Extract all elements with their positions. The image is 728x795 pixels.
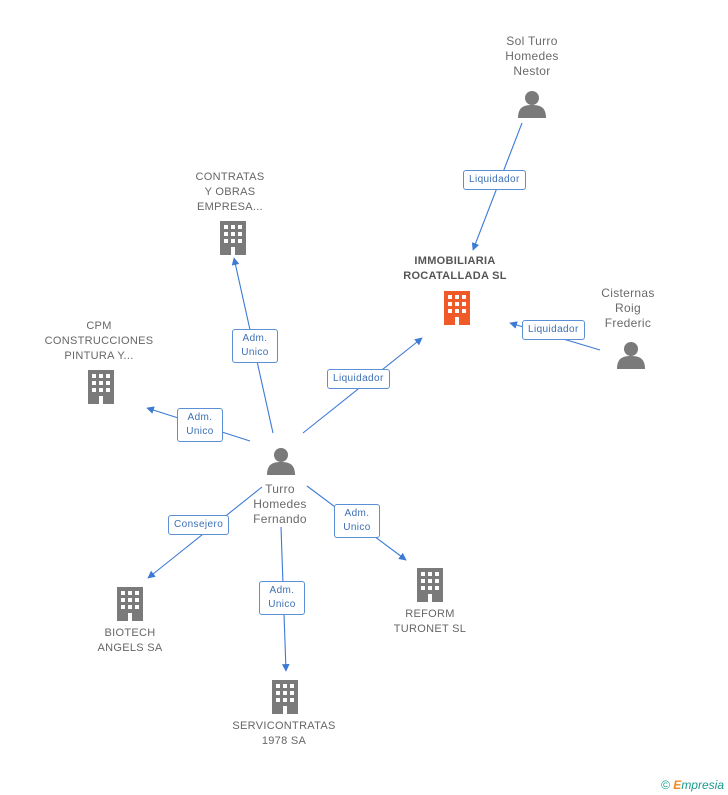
building-icon[interactable] — [220, 221, 246, 255]
building-icon[interactable] — [88, 370, 114, 404]
building-icon[interactable] — [117, 587, 143, 621]
edge-label-adm-contratas: Adm. Unico — [232, 329, 278, 363]
building-icon[interactable] — [417, 568, 443, 602]
node-contratas-label[interactable]: CONTRATAS Y OBRAS EMPRESA... — [195, 171, 265, 213]
node-biotech-label[interactable]: BIOTECH ANGELS SA — [97, 627, 163, 654]
node-immobiliaria-label[interactable]: IMMOBILIARIA ROCATALLADA SL — [403, 255, 507, 282]
person-icon[interactable] — [617, 342, 645, 369]
node-servicontratas-label[interactable]: SERVICONTRATAS 1978 SA — [232, 720, 336, 747]
edge-label-liquidador-cisternas: Liquidador — [522, 320, 585, 340]
edge-label-liquidador-fernando: Liquidador — [327, 369, 390, 389]
edge-label-consejero-biotech: Consejero — [168, 515, 230, 535]
logo-letter: E — [673, 778, 682, 792]
node-reform-label[interactable]: REFORM TURONET SL — [393, 608, 467, 635]
person-icon[interactable] — [518, 91, 546, 118]
edge-label-liquidador-sol: Liquidador — [463, 170, 526, 190]
person-icon[interactable] — [267, 448, 295, 475]
copyright-symbol: © — [661, 778, 670, 792]
logo-text: mpresia — [681, 778, 724, 792]
node-cpm-label[interactable]: CPM CONSTRUCCIONES PINTURA Y... — [44, 320, 154, 362]
empresia-logo[interactable]: © Empresia — [661, 778, 724, 792]
node-cisternas-label[interactable]: Cisternas Roig Frederic — [601, 286, 655, 330]
node-sol-turro-label[interactable]: Sol Turro Homedes Nestor — [505, 34, 559, 78]
building-icon[interactable] — [272, 680, 298, 714]
node-turro-fernando-label[interactable]: Turro Homedes Fernando — [253, 482, 307, 526]
edge-label-adm-reform: Adm. Unico — [334, 504, 380, 538]
building-icon[interactable] — [444, 291, 470, 325]
edge-label-adm-cpm: Adm. Unico — [177, 408, 223, 442]
edge-label-adm-servicontratas: Adm. Unico — [259, 581, 305, 615]
